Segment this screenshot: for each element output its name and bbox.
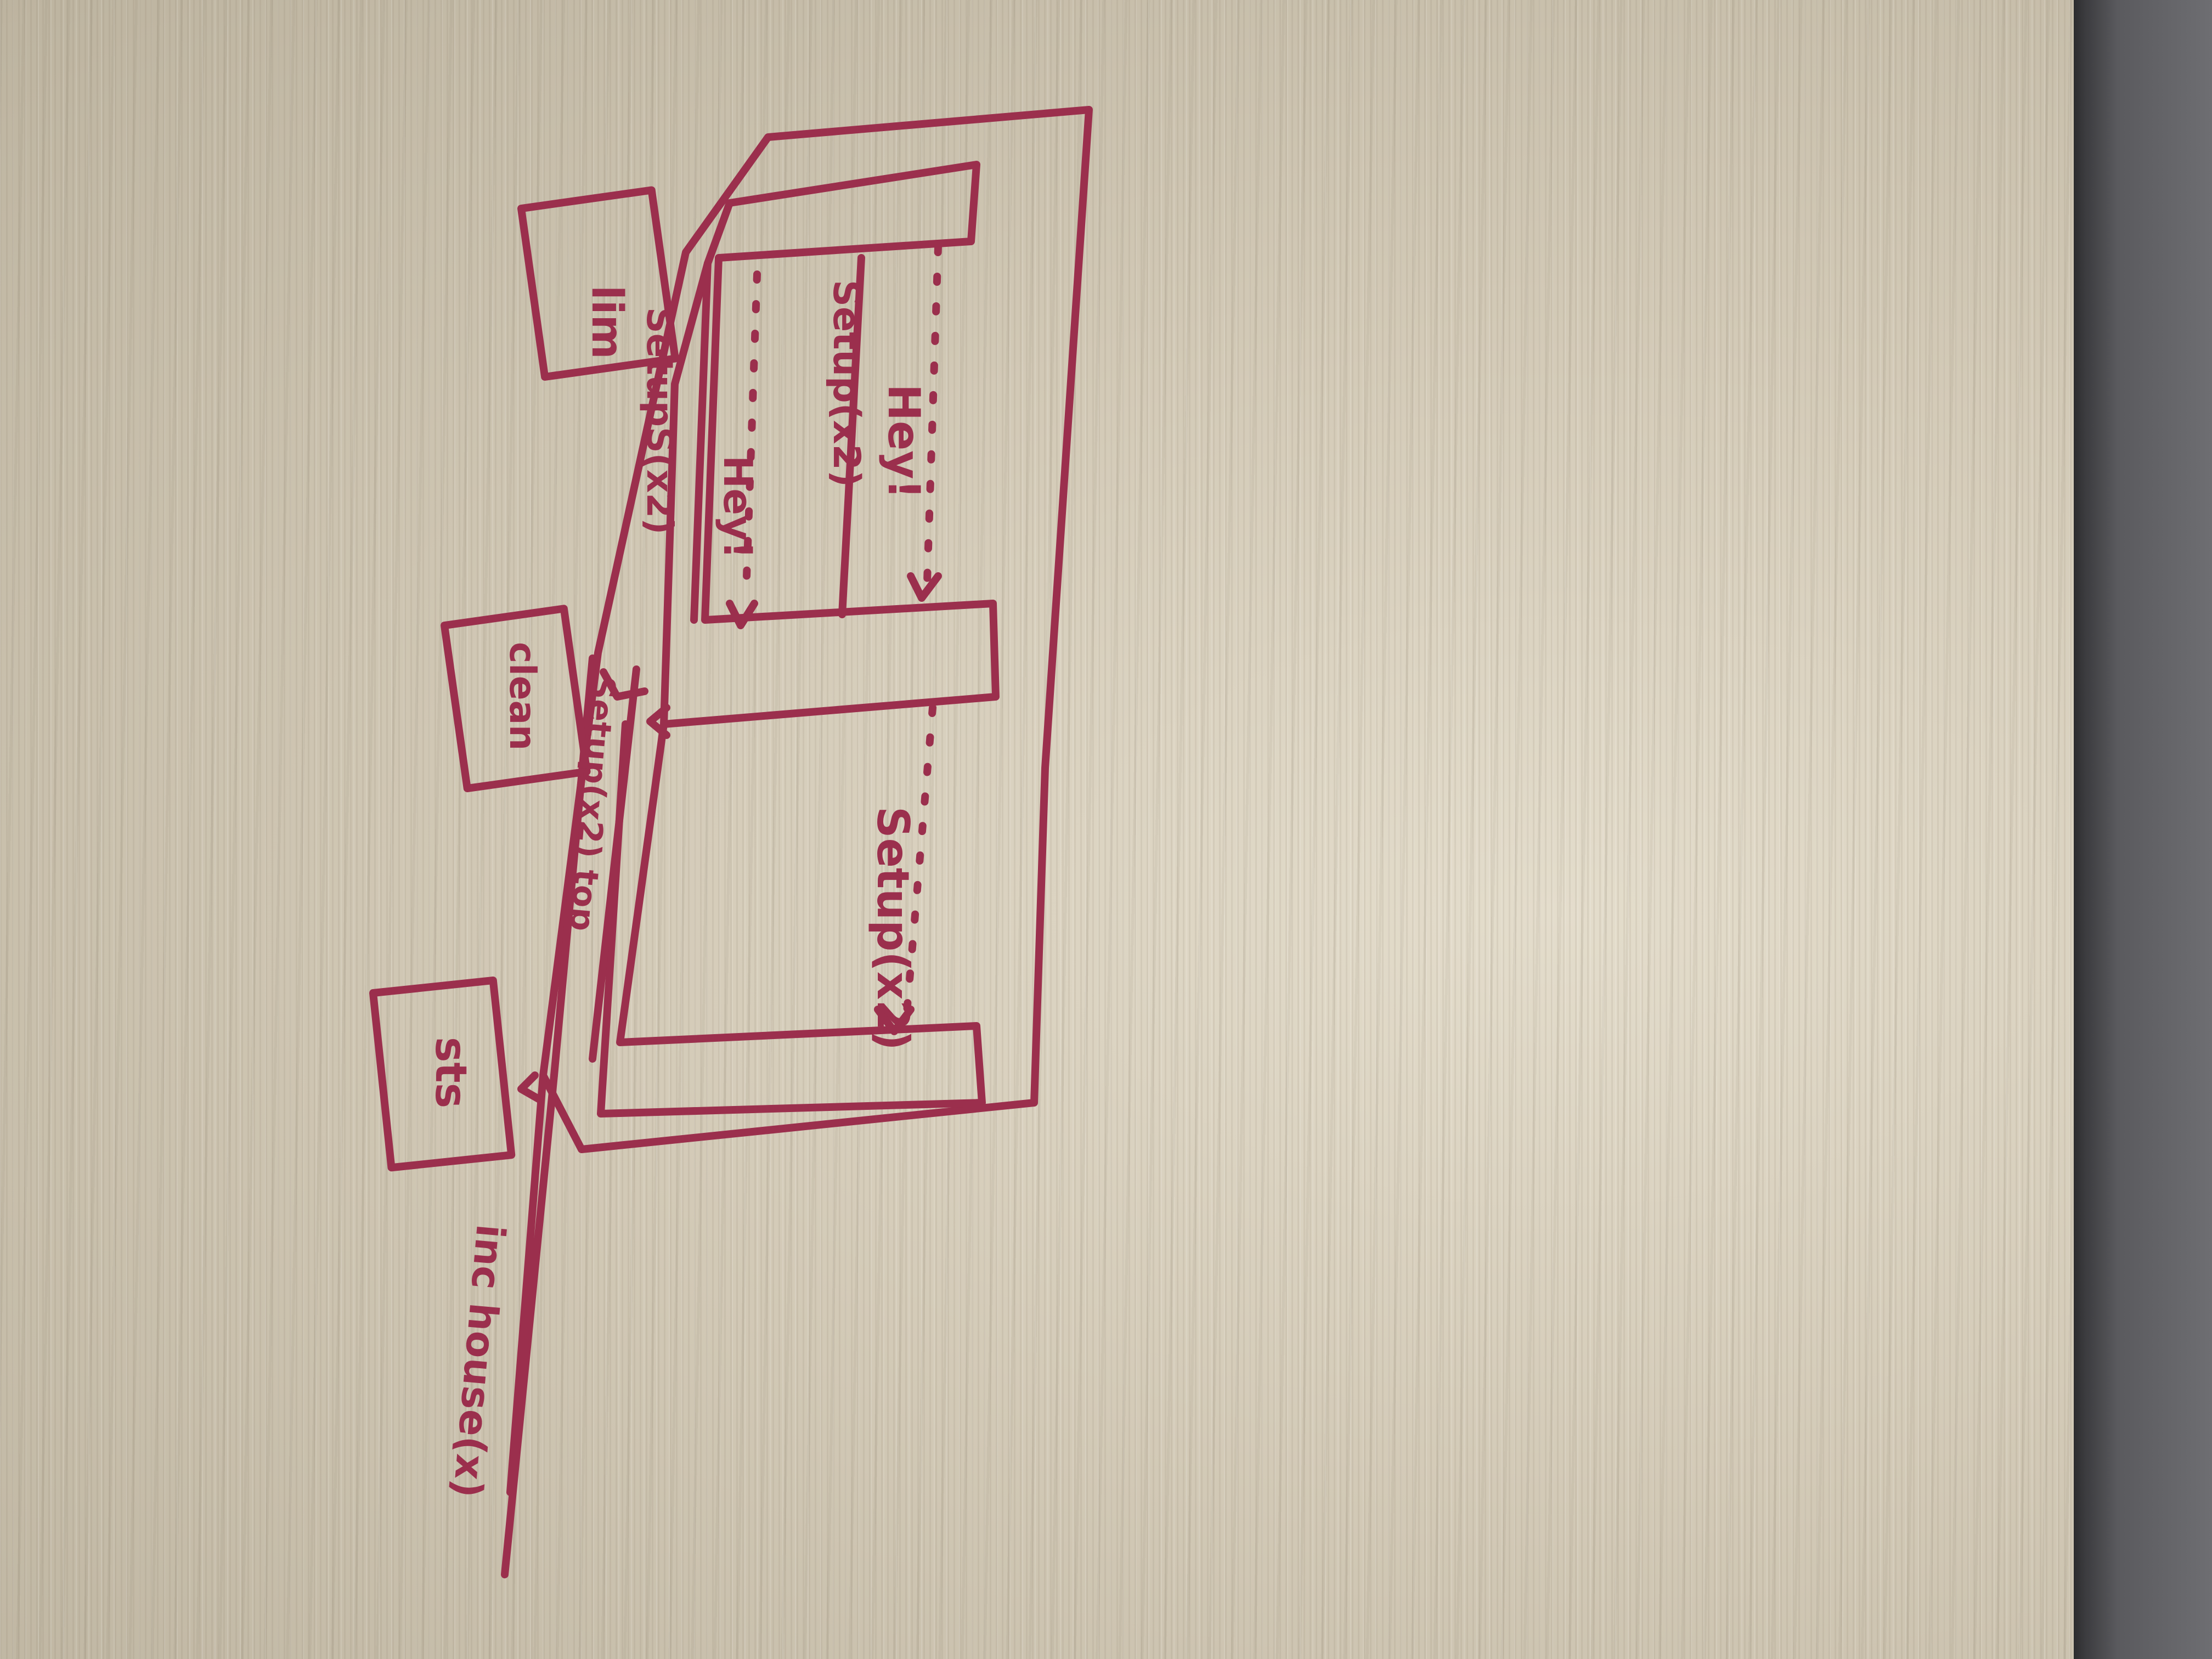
lane-label-top: Hey! [715, 455, 761, 559]
room-box-bottom [369, 977, 516, 1172]
inner-upper-lane [690, 254, 865, 624]
arrow-left-2 [517, 1071, 544, 1104]
left-conveyor-arrow [600, 668, 648, 701]
lane-label-top-right: Setup(x2) [825, 280, 868, 487]
room-label-bottom: sts [426, 1037, 475, 1108]
arrow-down-1 [907, 572, 942, 602]
room-label-mid: clean [501, 642, 544, 751]
hand-drawn-layout-sketch: lim clean sts Hey! Setup(x2) SetupS(x2) … [369, 106, 1093, 1578]
arrow-down-2 [726, 600, 758, 629]
flow-dash-1 [923, 243, 942, 585]
flow-dash-3 [901, 704, 936, 1035]
table-edge [2074, 0, 2212, 1659]
outer-boundary [539, 106, 1093, 1153]
room-label-top: lim [582, 285, 631, 359]
arrow-left-1 [646, 704, 670, 739]
track-label-upper: SetupS(x2) [639, 307, 681, 534]
flow-dash-2 [742, 270, 761, 596]
wood-surface [0, 0, 2074, 1659]
track-label-mid: Hey! [878, 384, 929, 499]
exit-line [501, 1071, 558, 1578]
arrow-down-3 [874, 1006, 915, 1035]
room-box-mid [441, 605, 591, 793]
room-box-top [517, 186, 679, 381]
left-conveyor [550, 654, 640, 1079]
track-label-lower: Setup(x2) [867, 806, 918, 1051]
lower-track [597, 720, 986, 1118]
conveyor-label-bottom: inc house(x) [444, 1223, 514, 1500]
upper-track [660, 161, 1000, 728]
